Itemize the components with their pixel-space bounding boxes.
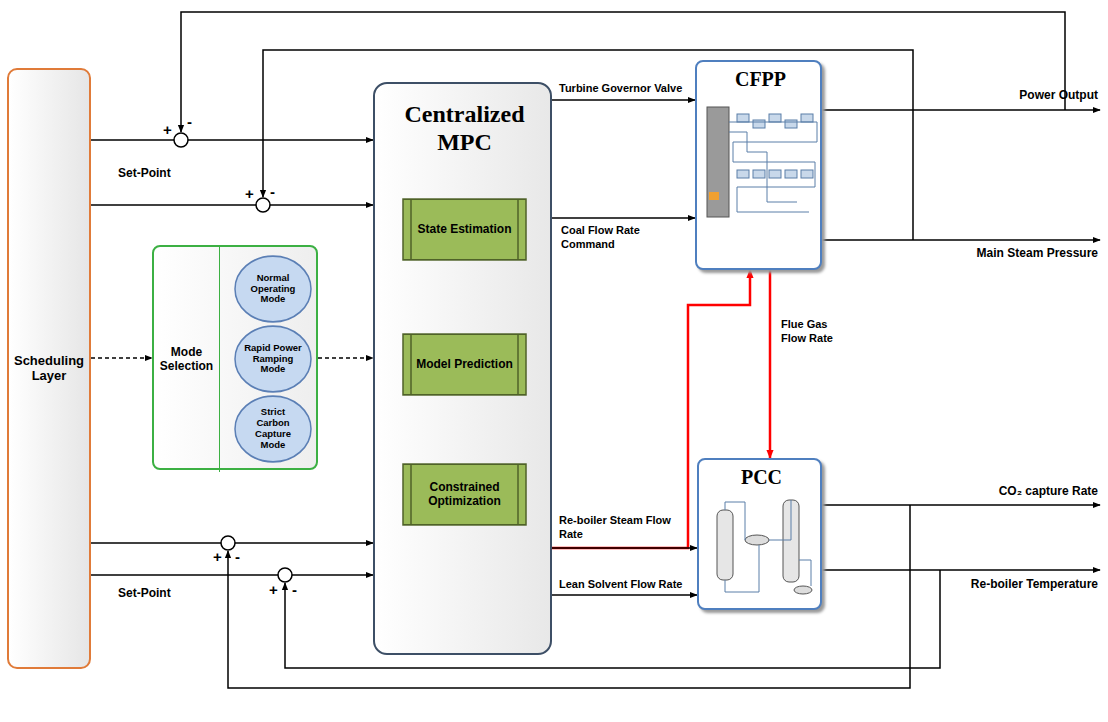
mode-ellipse: Rapid Power Ramping Mode [234,325,312,393]
node-text: PCC [735,466,788,489]
set-point-label: Set-Point [118,166,171,180]
mpc-box: Centralized MPC State EstimationModel Pre… [373,82,552,655]
sign: + [212,549,223,564]
edge-label: Lean Solvent Flow Rate [558,578,683,592]
output-line [822,504,1100,506]
cfpp-illustration [697,62,820,268]
mode-ellipse: Normal Operating Mode [234,255,312,323]
edge-label: Coal Flow Rate Command [560,224,672,252]
sign: - [186,114,193,129]
mode-selection-box: Mode Selection Normal Operating ModeRapid… [152,245,318,470]
steam-flow-connector [769,270,772,458]
edge-label: Flue Gas Flow Rate [780,318,852,346]
node-text: Mode Selection [154,346,219,374]
node-text: Scheduling Layer [8,354,90,384]
edge-label: Re-boiler Steam Flow Rate [558,514,682,542]
node-text: State Estimation [411,223,517,237]
pcc-plant-box: PCC [697,458,822,610]
signal-connector [91,574,373,576]
set-point-label: Set-Point [118,586,171,600]
node-text: Model Prediction [410,358,519,372]
function-block: State Estimation [402,198,527,261]
mode-connector [91,357,152,359]
summing-junction [256,198,270,212]
signal-connector [552,99,695,101]
summing-junction [278,568,292,582]
signal-connector [552,547,697,549]
node-text: Constrained Optimization [402,481,527,509]
sign: - [269,184,276,199]
output-label: Re-boiler Temperature [971,577,1098,591]
sign: - [234,549,241,564]
summing-junction [174,133,188,147]
node-text: CFPP [729,68,792,91]
sign: - [291,582,298,597]
output-line [822,569,1100,571]
function-block: Model Prediction [402,333,527,396]
feedback-wire [181,12,1065,132]
edge-label: Turbine Governor Valve [558,82,683,96]
sign: + [162,122,173,137]
output-line [822,109,1100,111]
function-block: Constrained Optimization [402,463,527,526]
signal-connector [91,204,373,206]
output-label: CO₂ capture Rate [999,484,1098,498]
mode-ellipse: Strict Carbon Capture Mode [234,395,312,463]
signal-connector [552,594,697,596]
node-text: Normal Operating Mode [234,273,312,306]
output-line [822,239,1100,241]
node-text: Strict Carbon Capture Mode [234,407,312,451]
node-text: Centralized MPC [375,101,554,156]
signal-connector [91,139,373,141]
summing-junction [221,536,235,550]
sign: + [244,186,255,201]
node-text: Rapid Power Ramping Mode [234,343,312,376]
output-label: Power Output [1019,88,1098,102]
scheduling-layer-box: Scheduling Layer [7,68,91,669]
cfpp-plant-box: CFPP [695,60,822,270]
signal-connector [552,217,695,219]
output-label: Main Steam Pressure [977,246,1098,260]
sign: + [268,582,279,597]
mode-connector [318,357,373,359]
